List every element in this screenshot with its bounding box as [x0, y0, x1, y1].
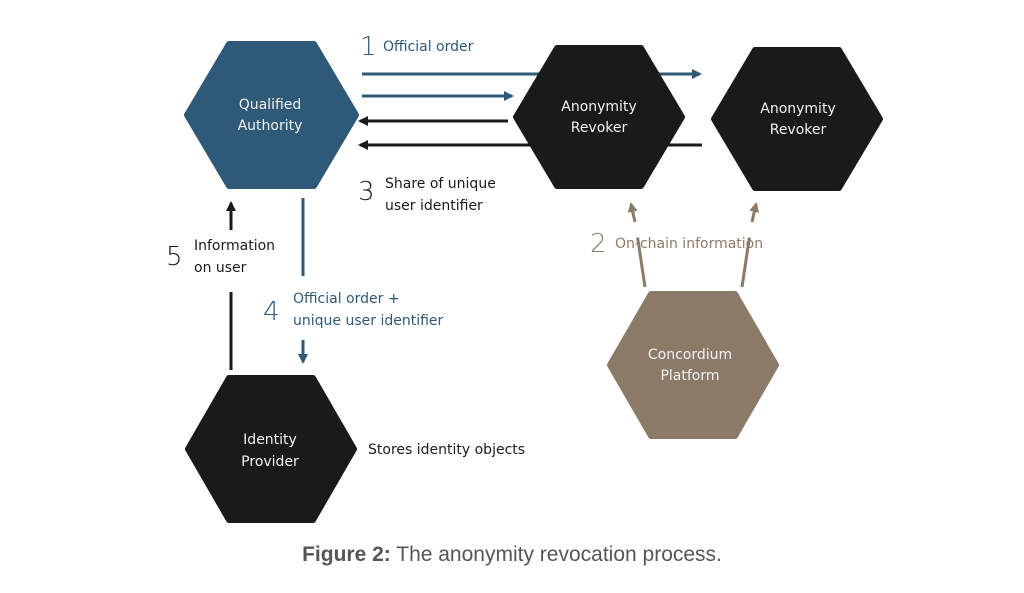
step-3-number: 3 — [358, 177, 375, 207]
step-2-label: 2 On-chain information — [590, 229, 763, 259]
identity-provider-line1: Identity — [243, 432, 297, 448]
arrow-onchain-head-2 — [749, 202, 760, 223]
step-3-line1: Share of unique — [385, 176, 496, 192]
arrow-onchain-to-revoker-2 — [740, 199, 757, 288]
arrow-onchain-to-revoker-1 — [630, 199, 647, 288]
step-1-number: 1 — [360, 32, 377, 62]
step-4-line2: unique user identifier — [293, 313, 444, 329]
step-5-line2: on user — [194, 260, 247, 276]
revoker-1-line2: Revoker — [571, 120, 628, 136]
hexagon-anonymity-revoker-1 — [513, 45, 685, 189]
step-1-text: Official order — [383, 39, 474, 55]
revoker-2-line1: Anonymity — [760, 101, 835, 117]
step-5-number: 5 — [166, 242, 183, 272]
concordium-line2: Platform — [660, 368, 719, 384]
qualified-authority-line1: Qualified — [239, 97, 302, 113]
node-concordium-platform: Concordium Platform — [607, 291, 779, 439]
identity-provider-line2: Provider — [241, 454, 299, 470]
step-5-line1: Information — [194, 238, 275, 254]
hexagon-identity-provider — [185, 375, 357, 523]
step-2-text: On-chain information — [615, 236, 763, 252]
hexagon-qualified-authority — [184, 41, 359, 189]
revoker-2-line2: Revoker — [770, 122, 827, 138]
node-identity-provider: Identity Provider — [185, 375, 357, 523]
step-4-number: 4 — [263, 297, 280, 327]
node-qualified-authority: Qualified Authority — [184, 41, 359, 189]
arrow-onchain-head-1 — [627, 202, 638, 223]
step-4-label: 4 Official order + unique user identifie… — [263, 291, 444, 329]
concordium-line1: Concordium — [648, 347, 732, 363]
revoker-1-line1: Anonymity — [561, 99, 636, 115]
node-anonymity-revoker-1: Anonymity Revoker — [513, 45, 685, 189]
step-3-line2: user identifier — [385, 198, 483, 214]
caption-label: Figure 2: — [302, 543, 391, 566]
hexagon-concordium-platform — [607, 291, 779, 439]
identity-provider-note: Stores identity objects — [368, 442, 525, 458]
step-1-label: 1 Official order — [360, 32, 474, 62]
step-4-line1: Official order + — [293, 291, 400, 307]
hexagon-anonymity-revoker-2 — [711, 47, 883, 191]
step-3-label: 3 Share of unique user identifier — [358, 176, 496, 214]
qualified-authority-line2: Authority — [238, 118, 303, 134]
figure-caption: Figure 2: The anonymity revocation proce… — [0, 543, 1024, 567]
step-5-label: 5 Information on user — [166, 238, 275, 276]
step-2-number: 2 — [590, 229, 607, 259]
caption-text: The anonymity revocation process. — [390, 543, 722, 566]
node-anonymity-revoker-2: Anonymity Revoker — [711, 47, 883, 191]
